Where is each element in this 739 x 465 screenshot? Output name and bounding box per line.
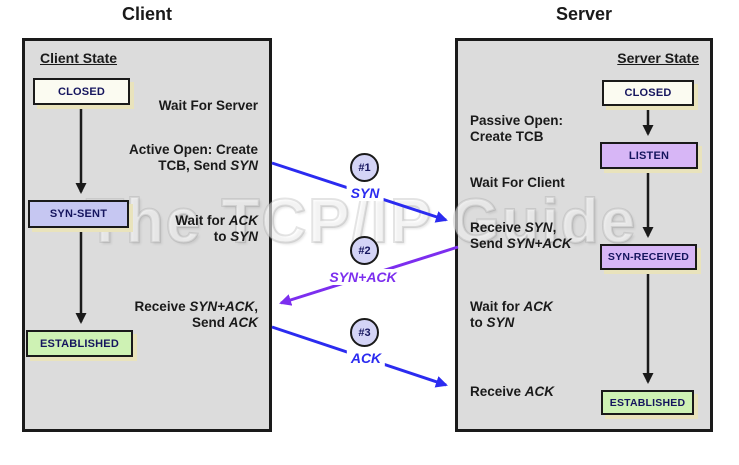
message-2-number-badge: #2 (350, 236, 379, 265)
client-state-heading: Client State (40, 50, 118, 66)
server-annotation-wait-for-client: Wait For Client (470, 175, 565, 190)
client-annotation-wait-for-server: Wait For Server (158, 98, 258, 113)
syn-message-label: SYN (346, 185, 384, 201)
server-title: Server (555, 4, 613, 24)
client-annotation-receive-synack: Receive SYN+ACK,Send ACK (134, 299, 258, 331)
syn-ack-message-label: SYN+ACK (325, 269, 401, 285)
message-3-number-badge: #3 (350, 318, 379, 347)
ack-message-label: ACK (346, 350, 386, 366)
server-state-listen: LISTEN (600, 142, 698, 169)
client-title: Client (121, 4, 172, 24)
server-annotation-receive-ack: Receive ACK (470, 384, 555, 399)
client-state-syn-sent: SYN-SENT (28, 200, 129, 228)
message-1-number-badge: #1 (350, 153, 379, 182)
server-state-established: ESTABLISHED (601, 390, 694, 415)
server-state-heading: Server State (617, 50, 699, 66)
server-state-syn-received: SYN-RECEIVED (600, 244, 697, 270)
client-state-closed: CLOSED (33, 78, 130, 105)
server-state-closed: CLOSED (602, 80, 694, 106)
client-state-established: ESTABLISHED (26, 330, 133, 357)
server-annotation-receive-syn: Receive SYN,Send SYN+ACK (470, 220, 572, 252)
server-annotation-passive-open: Passive Open:Create TCB (470, 113, 564, 145)
